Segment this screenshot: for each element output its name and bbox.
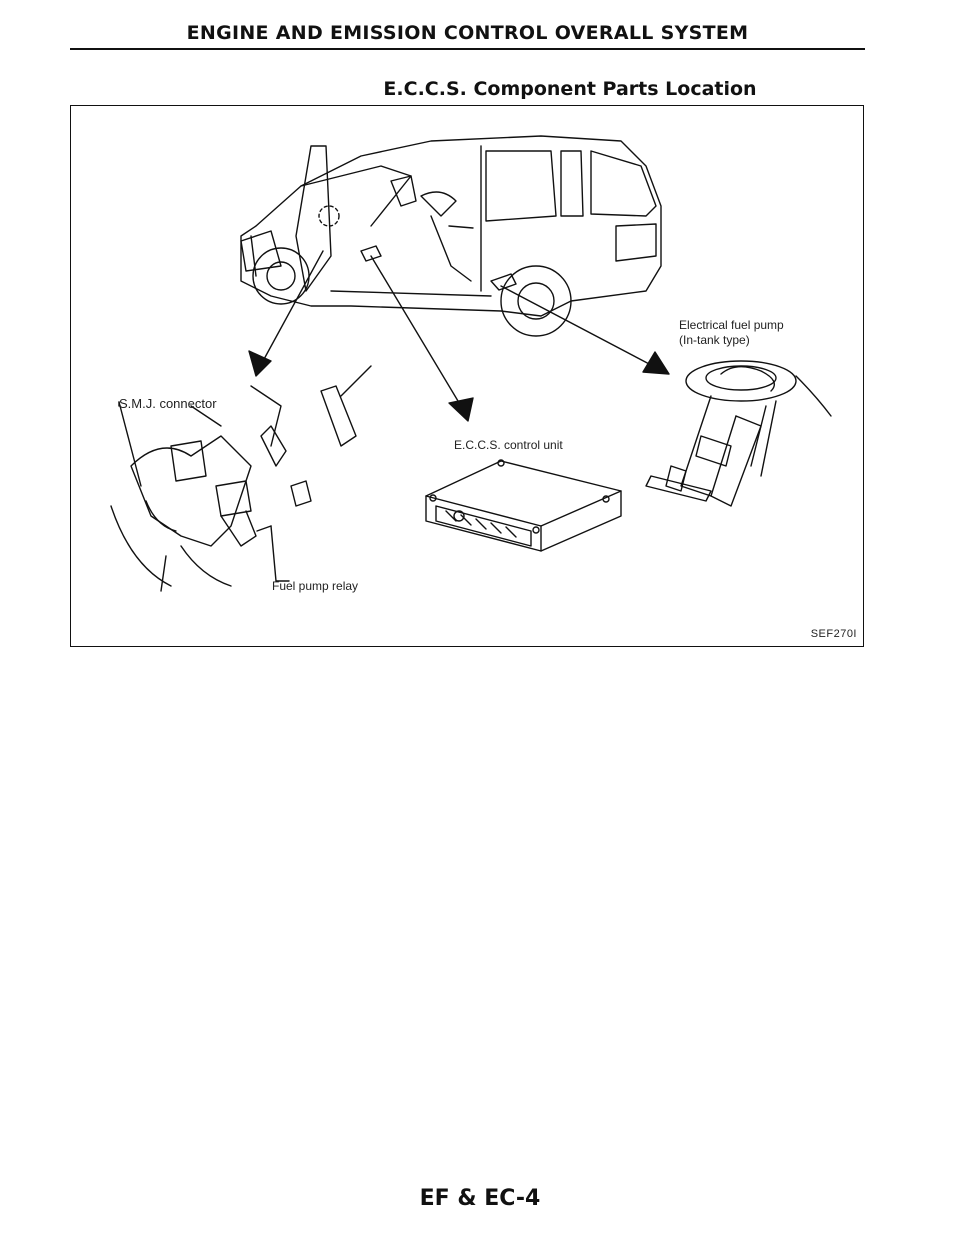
label-in-tank-type: (In-tank type) xyxy=(679,333,750,347)
label-electrical-fuel-pump: Electrical fuel pump xyxy=(679,318,784,332)
eccs-control-unit-illustration xyxy=(425,459,622,552)
fuel-pump-illustration xyxy=(645,360,832,507)
page-number: EF & EC-4 xyxy=(419,1186,541,1211)
figure-illustration xyxy=(110,135,832,592)
section-title: E.C.C.S. Component Parts Location xyxy=(383,78,757,100)
smj-connector-illustration xyxy=(110,365,372,592)
van-illustration xyxy=(240,135,662,337)
component-location-figure: S.M.J. connector Fuel pump relay E.C.C.S… xyxy=(70,105,864,647)
label-smj-connector: S.M.J. connector xyxy=(119,396,217,411)
arrows xyxy=(248,250,670,422)
page-header-title: ENGINE AND EMISSION CONTROL OVERALL SYST… xyxy=(186,22,749,44)
figure-code: SEF270I xyxy=(810,628,857,640)
header-rule xyxy=(70,48,865,50)
label-eccs-control-unit: E.C.C.S. control unit xyxy=(454,438,563,452)
label-fuel-pump-relay: Fuel pump relay xyxy=(272,579,359,593)
